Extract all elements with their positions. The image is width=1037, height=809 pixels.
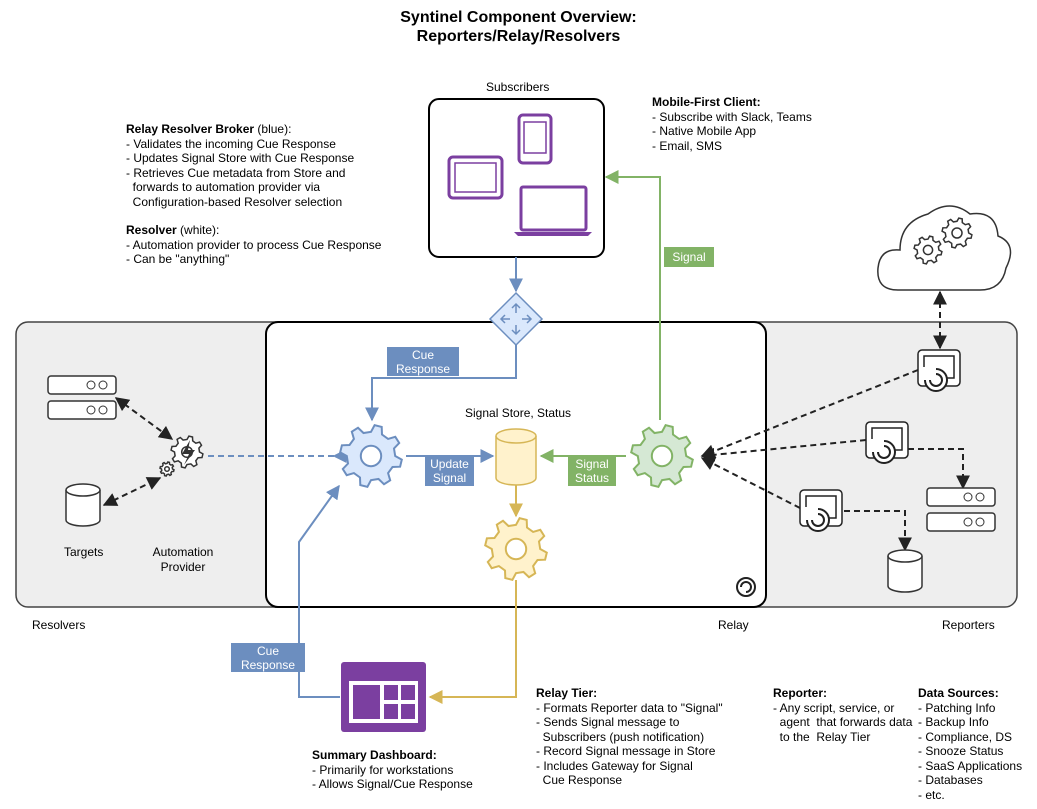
signal-store-label: Signal Store, Status [465,406,572,420]
reporter-agent-icon [865,421,909,464]
automation-provider-label: Automation Provider [152,545,214,574]
data-source-note: - Compliance, DS [918,729,1013,744]
mobile-notes: - Subscribe with Slack, Teams - Native M… [652,110,812,154]
broker-gear-icon [339,424,403,488]
gateway-icon [488,291,544,347]
update-signal-tag: Update Signal [425,456,474,486]
relay-gear-icon [630,424,694,488]
reporters-panel [741,321,1018,608]
dashboard-notes: - Primarily for workstations - Allows Si… [312,763,473,792]
phone-icon [517,113,553,165]
signal-tag: Signal [664,247,714,267]
reporters-label: Reporters [942,618,995,632]
data-source-note: - etc. [918,787,945,802]
broker-note: Configuration-based Resolver selection [126,194,343,209]
data-source-note: - Snooze Status [918,744,1004,758]
data-source-database-icon [887,549,923,593]
dashboard-icon [341,662,426,732]
dashboard-note: - Primarily for workstations [312,762,454,777]
cloud-icon [877,205,1012,291]
relay-tier-note: - Includes Gateway for Signal [536,758,693,773]
reporter-connectors [102,290,970,552]
data-source-server-icon [926,487,996,532]
tablet-icon [447,155,504,200]
target-server-icon [47,375,117,420]
relay-tier-notes: - Formats Reporter data to "Signal" - Se… [536,701,723,788]
cue-response-tag-bottom: Cue Response [231,643,305,672]
dashboard-heading: Summary Dashboard: [312,748,437,762]
resolver-note: - Automation provider to process Cue Res… [126,237,382,252]
relay-tier-note: - Record Signal message in Store [536,744,716,758]
broker-heading: Relay Resolver Broker (blue): [126,122,292,136]
cue-response-tag: Cue Response [387,347,459,376]
data-sources-heading: Data Sources: [918,686,999,700]
page-title: Syntinel Component Overview: Reporters/R… [400,9,637,45]
formatter-gear-icon [484,517,548,581]
relay-tier-note: Cue Response [536,773,623,787]
relay-tier-note: - Formats Reporter data to "Signal" [536,700,723,715]
reporter-agent-icon [917,349,961,392]
reporter-note: - Any script, service, or [773,700,895,715]
resolvers-label: Resolvers [32,618,86,632]
reporter-note: to the Relay Tier [773,729,871,744]
reporter-heading: Reporter: [773,686,828,700]
broker-note: - Validates the incoming Cue Response [126,136,336,151]
subscribers-label: Subscribers [486,80,550,94]
dashboard-note: - Allows Signal/Cue Response [312,777,473,791]
dashboard-to-broker [298,484,340,698]
formatter-to-dashboard [428,580,517,704]
targets-label: Targets [64,545,104,559]
relay-tier-note: Subscribers (push notification) [536,729,705,744]
resolver-heading: Resolver (white): [126,223,220,237]
relay-tier-heading: Relay Tier: [536,686,598,700]
data-source-note: - Backup Info [918,715,989,729]
data-source-note: - Patching Info [918,700,996,715]
mobile-note: - Native Mobile App [652,124,757,138]
relay-to-subscribers [604,170,661,420]
resolver-notes: - Automation provider to process Cue Res… [126,238,381,267]
mobile-note: - Email, SMS [652,138,723,153]
relay-logo-icon [736,577,756,597]
mobile-heading: Mobile-First Client: [652,95,761,109]
relay-tier-note: - Sends Signal message to [536,715,680,729]
automation-provider-icon [159,435,204,477]
reporter-note: agent that forwards data [773,715,913,729]
gateway-to-broker [365,345,517,422]
broker-note: forwards to automation provider via [126,180,321,194]
signal-status-tag: Signal Status [568,456,616,486]
relay-label: Relay [718,618,749,632]
reporter-agent-icon [799,489,843,532]
data-source-note: - SaaS Applications [918,758,1023,773]
broker-notes: - Validates the incoming Cue Response - … [126,137,354,210]
reporter-notes: - Any script, service, or agent that for… [773,701,912,745]
broker-note: - Retrieves Cue metadata from Store and [126,165,346,180]
signal-store-icon [495,428,537,486]
mobile-note: - Subscribe with Slack, Teams [652,109,812,124]
broker-note: - Updates Signal Store with Cue Response [126,151,355,165]
data-sources-notes: - Patching Info - Backup Info - Complian… [918,701,1022,803]
resolver-note: - Can be "anything" [126,252,230,266]
target-database-icon [65,483,101,527]
laptop-icon [514,185,592,236]
data-source-note: - Databases [918,773,983,787]
